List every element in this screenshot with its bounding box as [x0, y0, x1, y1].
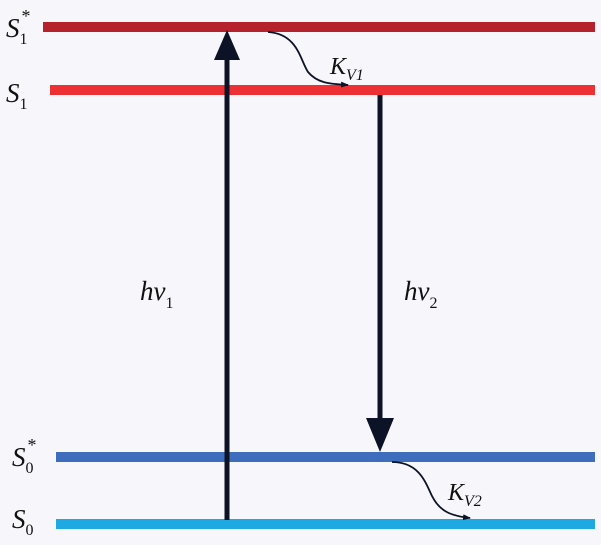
relaxation-arrow-upper	[267, 31, 349, 88]
absorption-arrow-head	[214, 30, 240, 60]
emission-arrow-head	[366, 418, 394, 452]
absorption-arrow	[214, 30, 240, 520]
level-bar-s1-star	[43, 22, 595, 32]
emission-label: hv2	[404, 276, 437, 312]
absorption-label: hv1	[140, 276, 173, 312]
level-label-s1: S1	[6, 78, 28, 113]
level-label-s0-star: S0*	[12, 435, 37, 477]
level-label-s0: S0	[12, 504, 34, 539]
level-bar-s1	[50, 85, 595, 95]
relaxation-arrow-lower	[391, 461, 471, 521]
relaxation-label-lower: KV2	[447, 480, 482, 510]
relaxation-label-upper: KV1	[329, 54, 364, 84]
emission-arrow	[366, 95, 394, 452]
level-bar-s0-star	[56, 452, 595, 462]
level-bar-s0	[56, 519, 595, 529]
level-label-s1-star: S1*	[6, 6, 31, 48]
